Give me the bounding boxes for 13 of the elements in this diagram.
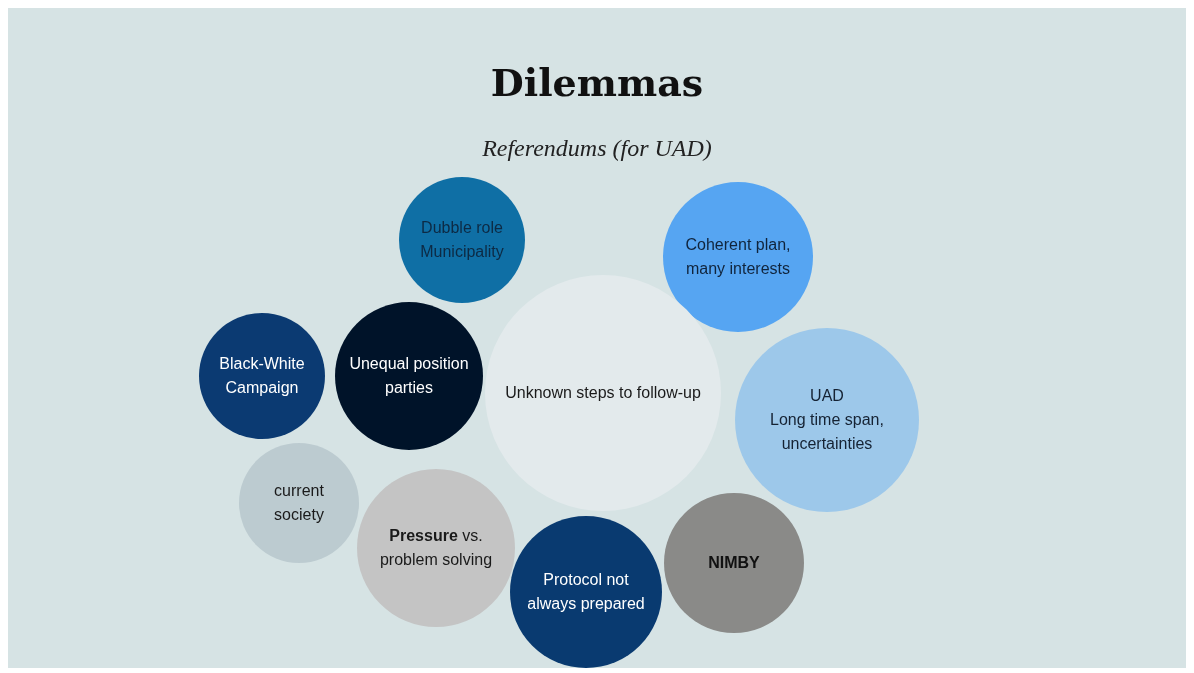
bubble-text: Unequal position parties bbox=[349, 354, 469, 398]
bubble-text: Long time span, uncertainties bbox=[769, 410, 885, 454]
bubble-text: Unknown steps to follow-up bbox=[505, 383, 701, 403]
bubble-text: Dubble role Municipality bbox=[419, 218, 505, 262]
bubble-text: current society bbox=[273, 481, 325, 525]
subtitle: Referendums (for UAD) bbox=[482, 135, 712, 162]
title: Dilemmas bbox=[490, 60, 704, 105]
bubble-text: NIMBY bbox=[708, 553, 760, 573]
bubble-text: Coherent plan, many interests bbox=[684, 235, 792, 279]
bubble-text: Protocol not always prepared bbox=[526, 570, 646, 614]
bubble-text: Pressure vs. problem solving bbox=[378, 526, 494, 570]
bubble-heading: UAD bbox=[810, 386, 844, 406]
bubble-text: Black-White Campaign bbox=[218, 354, 306, 398]
